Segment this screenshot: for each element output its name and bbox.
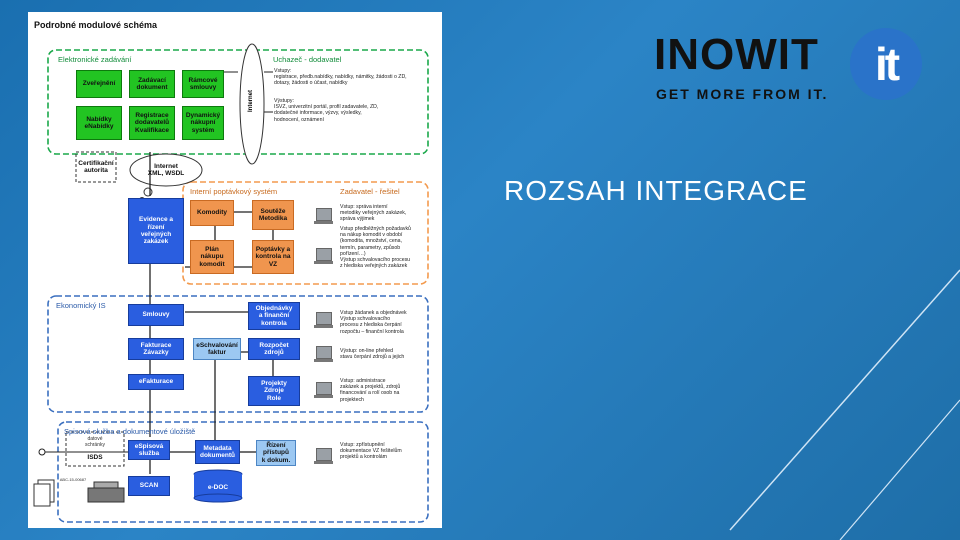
box-metadata-dokumentu: Metadata dokumentů — [195, 440, 240, 464]
box-poptavky-kontrola: Poptávky a kontrola na VZ — [252, 240, 294, 274]
note-ek-1: Vstup žádanek a objednávek Výstup schval… — [340, 310, 407, 335]
box-nabidky: Nabídky eNabídky — [76, 106, 122, 140]
box-efakturace: eFakturace — [128, 374, 184, 390]
workstation-icon — [314, 312, 333, 328]
workstation-icon — [314, 382, 333, 398]
box-edoc: e-DOC — [207, 484, 229, 492]
diagram-title: Podrobné modulové schéma — [34, 20, 158, 30]
diagram-connectors — [33, 43, 429, 523]
box-ramcove-smlouvy: Rámcové smlouvy — [182, 70, 224, 98]
module-diagram: Podrobné modulové schéma — [28, 12, 442, 528]
box-eschvalovani: eSchvalování faktur — [193, 338, 241, 360]
box-rozpocet: Rozpočet zdrojů — [248, 338, 300, 360]
box-komodity: Komodity — [190, 200, 234, 226]
section-elektronicke-zadavani: Elektronické zadávání — [58, 55, 132, 64]
box-evidence-zakazek: Evidence a řízení veřejných zakázek — [128, 198, 184, 264]
box-zverejneni: Zveřejnění — [76, 70, 122, 98]
internet-cloud-label: Internet XML, WSDL — [147, 162, 185, 177]
section-interni-poptavkovy: Interní poptávkový systém — [190, 187, 278, 196]
workstation-icon — [314, 448, 333, 464]
box-plan-nakupu: Plán nákupu komodit — [190, 240, 234, 274]
datove-schranky-label: datové schránky — [84, 436, 105, 448]
box-souteze-metodika: Soutěže Metodika — [252, 200, 294, 230]
note-ek-3: Vstup: administrace zakázek a projektů, … — [340, 378, 401, 403]
note-ek-2: Výstup: on-line přehled stavu čerpání zd… — [340, 348, 405, 361]
section-zadavatel-resitel: Zadavatel - řešitel — [340, 187, 400, 196]
box-objednavky: Objednávky a finanční kontrola — [248, 302, 300, 330]
note-uchazec-vstupy: Vstupy: registrace, předb.nabídky, nabíd… — [274, 68, 407, 87]
slide-title: ROZSAH INTEGRACE — [504, 175, 808, 206]
box-isds: ISDS — [87, 454, 103, 462]
box-fakturace: Fakturace Závazky — [128, 338, 184, 360]
box-dynamicky-system: Dynamický nákupní systém — [182, 106, 224, 140]
section-spisova-sluzba: Spisová služba a dokumentové úložiště — [64, 427, 196, 436]
box-rizeni-pristupu: Řízení přístupů k dokum. — [256, 440, 296, 466]
note-zadavatel-2: Vstup předběžných požadavků na nákup kom… — [340, 226, 411, 270]
logo-badge-text: it — [874, 38, 900, 90]
box-espisova-sluzba: eSpisová služba — [128, 440, 170, 460]
workstation-icon — [314, 248, 333, 264]
box-certifikacni-autorita: Certifikační autorita — [78, 159, 114, 174]
workstation-icon — [314, 346, 333, 362]
note-zadavatel-1: Vstup: správa interní metodiky veřejných… — [340, 204, 407, 223]
internet-vertical-label: Internet — [248, 89, 255, 113]
section-ekonomicky-is: Ekonomický IS — [56, 301, 106, 310]
note-spis-1: Vstup: zpřístupnění dokumentace VZ řešit… — [340, 442, 402, 461]
decorative-lines — [729, 269, 960, 540]
barcode-label: ABC-15-00687 — [59, 476, 87, 482]
box-zadavaci-dokument: Zadávací dokument — [129, 70, 175, 98]
logo-badge: it — [850, 28, 922, 100]
box-scan: SCAN — [128, 476, 170, 496]
logo-wordmark: INOWIT — [654, 30, 819, 79]
logo-tagline: GET MORE FROM IT. — [656, 86, 829, 102]
section-uchazec-dodavatel: Uchazeč - dodavatel — [273, 55, 342, 64]
box-smlouvy: Smlouvy — [128, 304, 184, 326]
note-uchazec-vystupy: Výstupy: ISVZ, univerzitní portál, profi… — [274, 98, 379, 123]
workstation-icon — [314, 208, 333, 224]
inowit-logo: INOWIT it GET MORE FROM IT. — [654, 28, 939, 110]
box-registrace: Registrace dodavatelů Kvalifikace — [129, 106, 175, 140]
box-projekty: Projekty Zdroje Role — [248, 376, 300, 406]
